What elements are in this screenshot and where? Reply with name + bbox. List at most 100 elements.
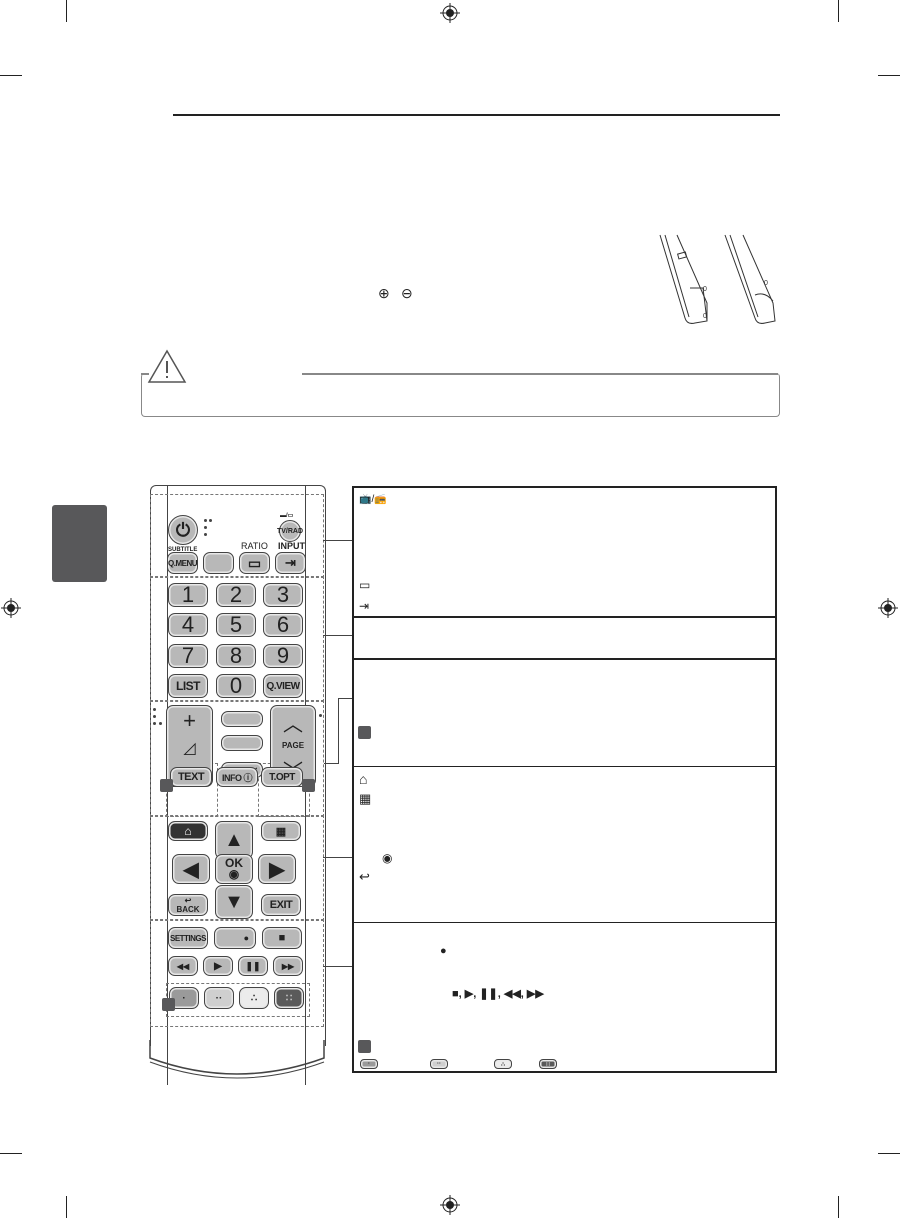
- subtitle-label: SUBTITLE: [168, 547, 198, 553]
- blank-key-2[interactable]: [221, 735, 263, 751]
- blank-key-1[interactable]: [221, 711, 263, 727]
- record-button[interactable]: ●: [214, 927, 256, 949]
- input-icon: ⇥: [359, 599, 370, 613]
- number-1-button[interactable]: 1: [168, 582, 208, 607]
- caution-box-border: [141, 373, 149, 375]
- blue-key-button[interactable]: ∷: [274, 987, 304, 1009]
- button-description-table: 📺/📻 ▭ ⇥ ⌂ ▦ ◉ ↩ ● ■, ▶, ❚❚, ◀◀, ▶▶ · ·· …: [352, 486, 777, 1073]
- number-9-button[interactable]: 9: [263, 643, 303, 668]
- crop-mark: [66, 0, 67, 22]
- number-7-button[interactable]: 7: [168, 643, 208, 668]
- remote-bottom-curve: [149, 1040, 325, 1079]
- yellow-key-icon: ∴: [494, 1059, 512, 1069]
- connector-line: [323, 635, 352, 636]
- apps-grid-icon: ▦: [359, 791, 372, 806]
- back-icon: ↩: [359, 869, 370, 884]
- play-button[interactable]: ▶: [203, 956, 233, 976]
- back-icon: ↩: [184, 896, 192, 905]
- red-key-button[interactable]: ·: [169, 987, 199, 1009]
- header-rule: [173, 114, 780, 116]
- svg-text:0: 0: [703, 313, 707, 320]
- list-button[interactable]: LIST: [168, 674, 208, 698]
- region-volume-page: [150, 700, 324, 817]
- connector-line: [338, 698, 339, 763]
- power-button[interactable]: ⏻: [168, 515, 198, 545]
- ratio-button[interactable]: ▭: [239, 552, 270, 574]
- green-key-icon: ··: [430, 1059, 448, 1069]
- connector-line: [323, 857, 352, 858]
- blank-button[interactable]: [203, 552, 234, 574]
- green-key-button[interactable]: ··: [204, 987, 234, 1009]
- svg-text:0: 0: [764, 280, 768, 287]
- desc-row-navigation: ⌂ ▦ ◉ ↩: [354, 767, 775, 923]
- tv-rad-button[interactable]: TV/RAD: [277, 520, 303, 542]
- braille-dot: [153, 722, 156, 725]
- ratio-icon: ▭: [359, 578, 371, 592]
- text-button[interactable]: TEXT: [170, 767, 212, 787]
- number-2-button[interactable]: 2: [216, 582, 256, 607]
- volume-up-icon[interactable]: +: [183, 708, 196, 734]
- marker-square-icon: [358, 726, 371, 739]
- connector-line: [338, 698, 352, 699]
- connector-line: [323, 540, 352, 541]
- tv-radio-icon: 📺/📻: [359, 494, 387, 505]
- stop-button[interactable]: ■: [262, 927, 302, 949]
- yellow-key-button[interactable]: ∴: [239, 987, 269, 1009]
- ok-button[interactable]: OK ◉: [215, 854, 253, 884]
- crop-mark: [0, 75, 22, 76]
- desc-row-playback: ● ■, ▶, ❚❚, ◀◀, ▶▶ · ·· ∴ ∷: [354, 923, 775, 1073]
- pause-button[interactable]: ❚❚: [238, 956, 268, 976]
- red-key-icon: ·: [360, 1059, 378, 1069]
- input-button[interactable]: ⇥: [275, 552, 306, 574]
- left-arrow-button[interactable]: ◀: [172, 854, 210, 884]
- apps-button[interactable]: ▦: [261, 821, 301, 841]
- crop-mark: [838, 0, 839, 22]
- blue-key-icon: ∷: [539, 1059, 557, 1069]
- minus-polarity-icon: ⊖: [401, 285, 413, 301]
- settings-button[interactable]: SETTINGS: [168, 927, 208, 949]
- rewind-button[interactable]: ◀◀: [168, 956, 198, 976]
- info-button[interactable]: INFO ⓘ: [216, 767, 258, 787]
- registration-mark-icon: [1, 598, 21, 618]
- crop-mark: [66, 1196, 67, 1218]
- number-0-button[interactable]: 0: [216, 673, 256, 698]
- desc-row-numbers: [354, 618, 775, 660]
- number-3-button[interactable]: 3: [263, 582, 303, 607]
- region-navigation: [150, 815, 324, 921]
- number-4-button[interactable]: 4: [168, 612, 208, 637]
- volume-icon: ◿: [183, 740, 196, 758]
- exit-button[interactable]: EXIT: [261, 894, 301, 916]
- section-side-tab: [52, 505, 107, 582]
- desc-row-power-input: 📺/📻 ▭ ⇥: [354, 488, 775, 618]
- down-arrow-button[interactable]: ▼: [215, 885, 253, 919]
- q-view-button[interactable]: Q.VIEW: [263, 674, 303, 698]
- ratio-label: RATIO: [241, 541, 268, 551]
- crop-mark: [838, 1196, 839, 1218]
- q-menu-button[interactable]: Q.MENU: [167, 552, 198, 574]
- registration-mark-icon: [440, 3, 460, 23]
- home-button[interactable]: ⌂: [168, 821, 208, 841]
- ok-target-icon: ◉: [382, 851, 393, 865]
- fast-forward-button[interactable]: ▶▶: [273, 956, 303, 976]
- number-8-button[interactable]: 8: [216, 643, 256, 668]
- number-5-button[interactable]: 5: [216, 612, 256, 637]
- page-up-icon[interactable]: ︿: [283, 714, 303, 737]
- region-numbers: [150, 576, 324, 702]
- region-power-input: [150, 494, 324, 578]
- connector-line: [323, 966, 352, 967]
- braille-dot: [153, 708, 156, 711]
- braille-dot: [319, 714, 322, 717]
- ok-label: OK: [225, 856, 243, 870]
- number-6-button[interactable]: 6: [263, 612, 303, 637]
- marker-square-icon: [162, 998, 175, 1011]
- connector-line: [324, 763, 339, 764]
- braille-dot: [209, 519, 212, 522]
- warning-triangle-icon: [147, 349, 187, 383]
- up-arrow-button[interactable]: ▲: [215, 821, 253, 859]
- ok-target-icon: ◉: [228, 867, 240, 881]
- t-opt-button[interactable]: T.OPT: [261, 767, 303, 787]
- back-button[interactable]: ↩ BACK: [168, 894, 208, 916]
- crop-mark: [0, 1153, 22, 1154]
- battery-cover-illustration: 0 0 0: [659, 234, 776, 324]
- right-arrow-button[interactable]: ▶: [258, 854, 296, 884]
